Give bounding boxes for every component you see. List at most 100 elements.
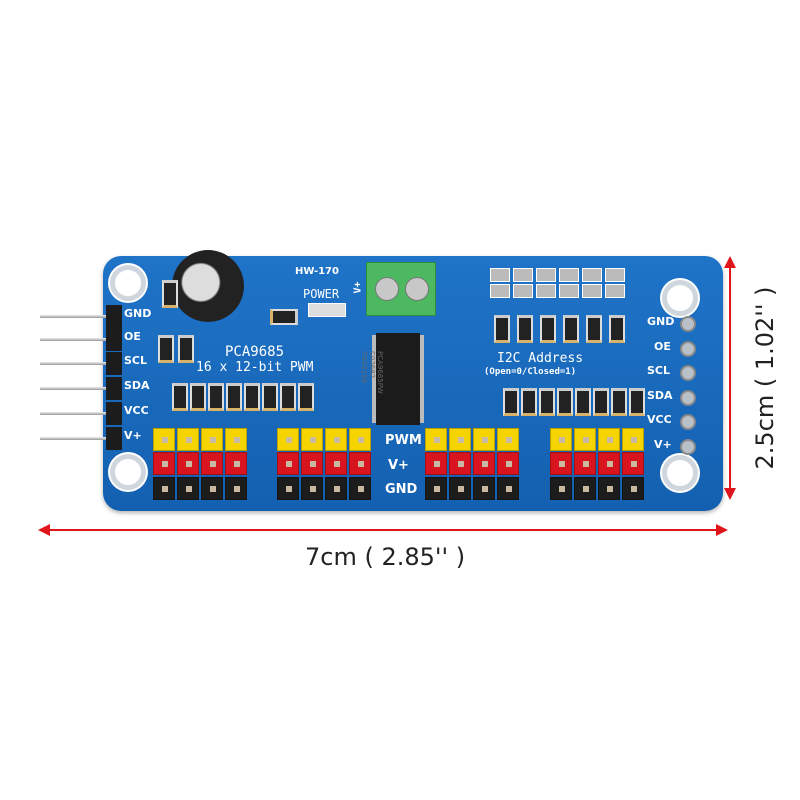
vplus-pin	[574, 452, 596, 475]
pwm-pin	[349, 428, 371, 451]
vplus-pin	[301, 452, 323, 475]
right-pin-label: SCL	[647, 364, 671, 377]
mounting-hole	[662, 455, 698, 491]
gnd-pin	[574, 477, 596, 500]
vplus-pin	[449, 452, 471, 475]
mounting-hole	[110, 265, 146, 301]
gnd-pin	[550, 477, 572, 500]
height-label: 2.5cm ( 1.02'' )	[751, 286, 779, 470]
gnd-pin	[449, 477, 471, 500]
address-jumper-pad	[490, 284, 510, 298]
address-jumper-pad	[536, 284, 556, 298]
pwm-pin	[277, 428, 299, 451]
vplus-pin	[425, 452, 447, 475]
resistor-221	[629, 388, 645, 416]
resistor-221	[611, 388, 627, 416]
left-pin-label: V+	[124, 429, 142, 442]
address-jumper-pad	[559, 268, 579, 282]
header-housing	[106, 402, 122, 425]
vplus-pin	[225, 452, 247, 475]
pwm-pin	[225, 428, 247, 451]
header-pin	[40, 338, 108, 341]
resistor-221	[593, 388, 609, 416]
right-pin-label: V+	[654, 438, 672, 451]
gnd-pin	[201, 477, 223, 500]
address-jumper-pad	[559, 284, 579, 298]
i2c-address-title: I2C Address	[497, 351, 584, 366]
header-housing	[106, 377, 122, 400]
resistor-221	[226, 383, 242, 411]
vplus-pin	[201, 452, 223, 475]
left-pin-label: OE	[124, 330, 141, 343]
vplus-pin	[153, 452, 175, 475]
resistor-221	[298, 383, 314, 411]
vplus-pin	[325, 452, 347, 475]
resistor-103	[563, 315, 579, 343]
pwm-pin	[497, 428, 519, 451]
header-pin	[40, 387, 108, 390]
resistor	[158, 335, 174, 363]
left-pin-label: VCC	[124, 404, 149, 417]
model-label: HW-170	[295, 266, 339, 277]
resistor-221	[244, 383, 260, 411]
row-label-gnd: GND	[385, 482, 418, 497]
side-pin-pad	[680, 341, 696, 357]
screw-terminal	[366, 262, 436, 316]
resistor	[162, 280, 178, 308]
resistor-103	[517, 315, 533, 343]
row-label-pwm: PWM	[385, 433, 422, 448]
header-pin	[40, 362, 108, 365]
resistor	[178, 335, 194, 363]
header-pin	[40, 412, 108, 415]
right-pin-label: SDA	[647, 389, 673, 402]
vplus-pin	[622, 452, 644, 475]
power-label: POWER	[303, 287, 340, 301]
resistor-221	[280, 383, 296, 411]
resistor-221	[503, 388, 519, 416]
header-housing	[106, 305, 122, 328]
left-pin-label: SCL	[124, 354, 148, 367]
address-jumper-pad	[605, 268, 625, 282]
gnd-pin	[301, 477, 323, 500]
resistor-221	[521, 388, 537, 416]
pwm-pin	[598, 428, 620, 451]
power-led	[308, 303, 346, 317]
gnd-pin	[177, 477, 199, 500]
vplus-pin	[497, 452, 519, 475]
pwm-pin	[301, 428, 323, 451]
chip-marking: TG02150-	[360, 351, 368, 386]
side-pin-pad	[680, 439, 696, 455]
pwm-pin	[550, 428, 572, 451]
gnd-pin	[153, 477, 175, 500]
gnd-pin	[473, 477, 495, 500]
i2c-address-note: (Open=0/Closed=1)	[484, 367, 577, 377]
resistor-221	[557, 388, 573, 416]
address-jumper-pad	[582, 284, 602, 298]
row-label-vplus: V+	[388, 458, 409, 473]
vplus-pin	[473, 452, 495, 475]
pwm-pin	[153, 428, 175, 451]
height-dimension-line	[729, 262, 731, 492]
vplus-pin	[277, 452, 299, 475]
gnd-pin	[425, 477, 447, 500]
resistor-221	[190, 383, 206, 411]
gnd-pin	[598, 477, 620, 500]
address-jumper-pad	[490, 268, 510, 282]
header-pin	[40, 315, 108, 318]
width-dimension-line	[44, 529, 718, 531]
resistor-221	[172, 383, 188, 411]
side-pin-pad	[680, 316, 696, 332]
side-pin-pad	[680, 365, 696, 381]
gnd-pin	[497, 477, 519, 500]
chip-marking: C02682	[368, 351, 376, 379]
gnd-pin	[225, 477, 247, 500]
header-pin	[40, 437, 108, 440]
gnd-pin	[325, 477, 347, 500]
right-pin-label: GND	[647, 315, 675, 328]
side-pin-pad	[680, 414, 696, 430]
pwm-subtitle: 16 x 12-bit PWM	[196, 360, 314, 375]
resistor-103	[609, 315, 625, 343]
right-pin-label: VCC	[647, 413, 672, 426]
width-label: 7cm ( 2.85'' )	[305, 543, 466, 571]
address-jumper-pad	[513, 284, 533, 298]
